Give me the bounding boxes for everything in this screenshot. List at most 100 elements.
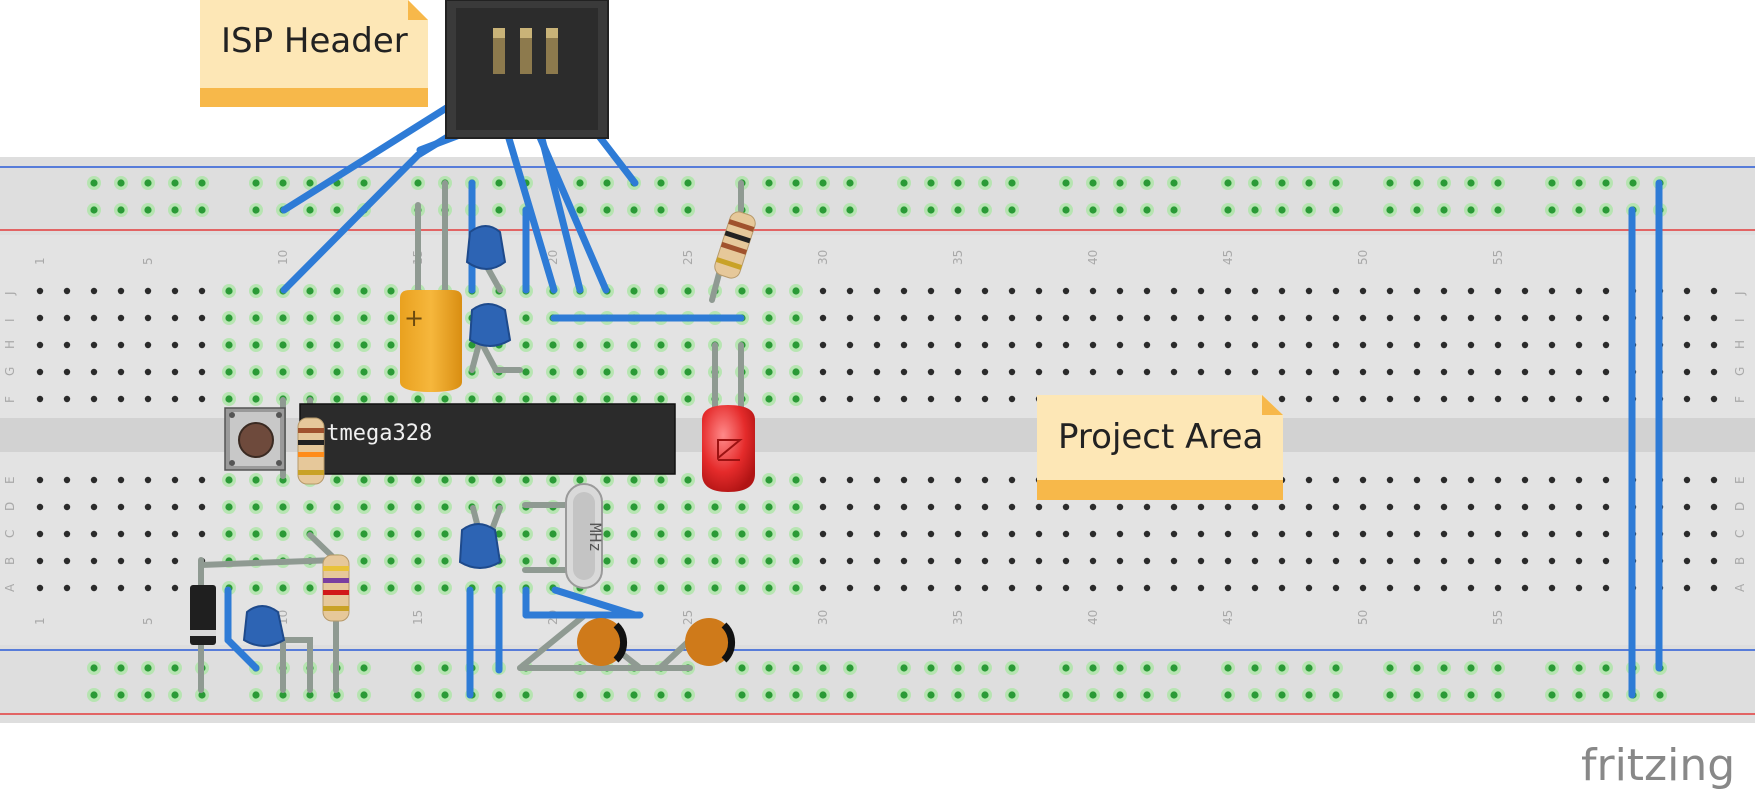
row-letter: G (1733, 367, 1747, 376)
hole (387, 557, 395, 565)
row-letter: D (3, 502, 17, 511)
hole (981, 395, 989, 403)
hole (1305, 368, 1313, 376)
hole (171, 476, 179, 484)
hole (1062, 368, 1070, 376)
row-letter: J (3, 291, 17, 296)
rail-hole (1548, 664, 1556, 672)
hole (468, 395, 476, 403)
hole (1197, 368, 1205, 376)
hole (1008, 287, 1016, 295)
rail-hole (144, 664, 152, 672)
rail-hole (117, 206, 125, 214)
hole (873, 584, 881, 592)
hole (1197, 287, 1205, 295)
rail-hole (630, 206, 638, 214)
chip-label: atmega328 (313, 421, 432, 446)
rail-hole (1170, 179, 1178, 187)
hole (1359, 530, 1367, 538)
breadboard-labels: 1155101015152020252530303535404045455050… (3, 250, 1747, 625)
hole (846, 287, 854, 295)
hole (1683, 314, 1691, 322)
hole (1602, 314, 1610, 322)
hole (927, 341, 935, 349)
hole (900, 395, 908, 403)
hole (738, 530, 746, 538)
column-number: 45 (1221, 610, 1235, 625)
hole (1440, 368, 1448, 376)
hole (90, 395, 98, 403)
hole (684, 287, 692, 295)
hole (414, 476, 422, 484)
hole (954, 395, 962, 403)
hole (1278, 368, 1286, 376)
reset-pushbutton (224, 407, 286, 471)
hole (1278, 287, 1286, 295)
rail-hole (360, 664, 368, 672)
note-isp-header-text: ISP Header (221, 21, 408, 61)
rail-hole (306, 206, 314, 214)
resistor-led (714, 211, 756, 279)
hole (90, 530, 98, 538)
hole (387, 503, 395, 511)
hole (225, 503, 233, 511)
hole (1467, 476, 1475, 484)
hole (1008, 395, 1016, 403)
hole (1440, 395, 1448, 403)
hole (306, 503, 314, 511)
hole (1413, 557, 1421, 565)
hole (1305, 476, 1313, 484)
hole (981, 584, 989, 592)
atmega328-chip: atmega328 (299, 403, 676, 475)
hole (684, 557, 692, 565)
rail-hole (1602, 664, 1610, 672)
hole (63, 503, 71, 511)
rail-hole (1224, 179, 1232, 187)
hole (522, 368, 530, 376)
hole (225, 476, 233, 484)
rail-hole (414, 664, 422, 672)
hole (1521, 557, 1529, 565)
hole (1602, 503, 1610, 511)
hole (576, 368, 584, 376)
hole (1467, 557, 1475, 565)
rail-hole (846, 206, 854, 214)
hole (279, 503, 287, 511)
hole (981, 341, 989, 349)
hole (765, 476, 773, 484)
rail-hole (252, 206, 260, 214)
hole (1521, 584, 1529, 592)
hole (684, 395, 692, 403)
hole (1494, 503, 1502, 511)
hole (252, 503, 260, 511)
note-project-area: Project Area (1037, 395, 1283, 500)
column-number: 45 (1221, 250, 1235, 265)
hole (1062, 584, 1070, 592)
rail-hole (252, 179, 260, 187)
hole (1494, 395, 1502, 403)
hole (684, 341, 692, 349)
hole (1494, 557, 1502, 565)
hole (765, 503, 773, 511)
hole (792, 287, 800, 295)
hole (927, 287, 935, 295)
hole (711, 503, 719, 511)
hole (522, 557, 530, 565)
hole (144, 395, 152, 403)
rail-hole (657, 179, 665, 187)
hole (1008, 530, 1016, 538)
hole (36, 503, 44, 511)
hole (1467, 395, 1475, 403)
hole (1251, 368, 1259, 376)
hole (1413, 341, 1421, 349)
rail-hole (1656, 691, 1664, 699)
rail-hole (900, 206, 908, 214)
hole (711, 530, 719, 538)
hole (1305, 395, 1313, 403)
rail-hole (171, 206, 179, 214)
hole (1710, 287, 1718, 295)
hole (954, 287, 962, 295)
rail-hole (765, 206, 773, 214)
hole (576, 341, 584, 349)
